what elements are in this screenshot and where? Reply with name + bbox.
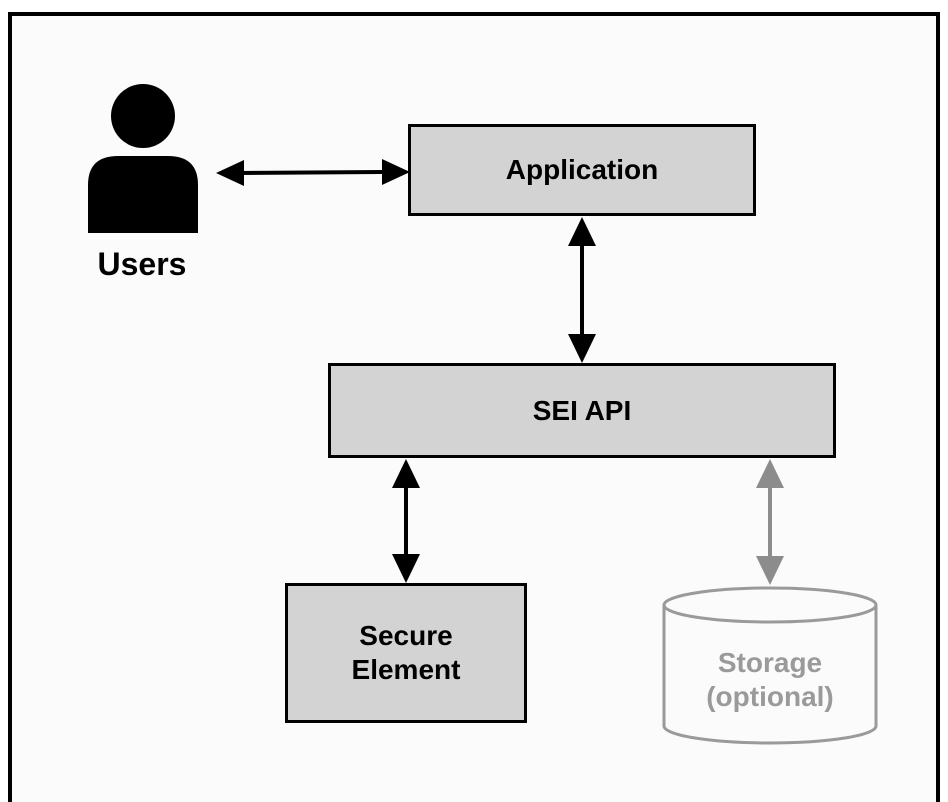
storage-label-line2: (optional) bbox=[706, 681, 834, 712]
sei-api-label: SEI API bbox=[532, 394, 632, 426]
edge-application-sei-api bbox=[568, 217, 596, 363]
edge-sei-api-storage bbox=[756, 459, 784, 585]
secure-element-label-line2: Element bbox=[351, 654, 461, 685]
users-label: Users bbox=[97, 246, 187, 282]
application-label: Application bbox=[505, 154, 659, 185]
database-cylinder-icon bbox=[662, 586, 878, 745]
sei-api-box: SEI API bbox=[328, 363, 836, 458]
edge-users-application bbox=[216, 159, 410, 186]
edge-sei-api-secure-element bbox=[392, 459, 420, 583]
storage-label-line1: Storage bbox=[717, 647, 823, 678]
secure-element-box: Secure Element bbox=[285, 583, 527, 723]
storage-label: Storage (optional) bbox=[664, 646, 876, 714]
user-icon bbox=[88, 84, 198, 233]
secure-element-label-line1: Secure bbox=[359, 620, 453, 651]
application-box: Application bbox=[408, 124, 756, 216]
